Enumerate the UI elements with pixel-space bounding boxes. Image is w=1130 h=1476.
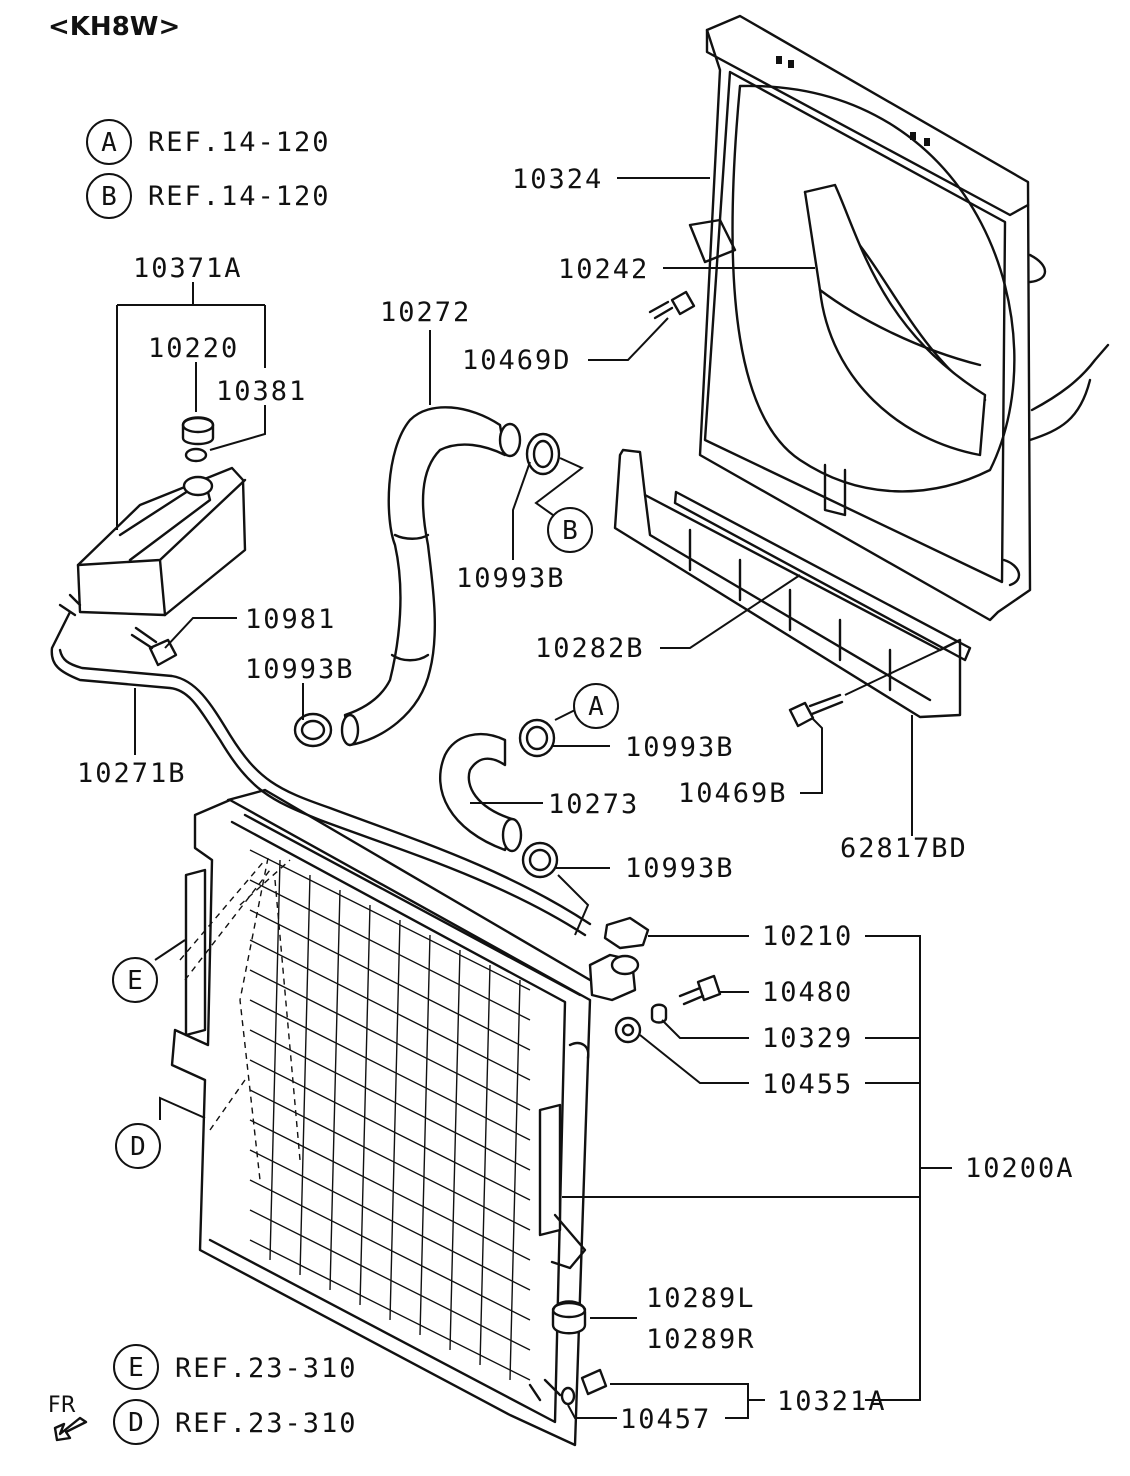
label-10210[interactable]: 10210 bbox=[762, 921, 853, 952]
label-62817bd[interactable]: 62817BD bbox=[840, 833, 968, 864]
fan-blade-shroud-insert[interactable] bbox=[803, 183, 987, 457]
upper-hose[interactable] bbox=[340, 406, 522, 747]
label-10282b[interactable]: 10282B bbox=[535, 633, 645, 664]
screw-10981[interactable] bbox=[130, 626, 178, 667]
label-10993b-a[interactable]: 10993B bbox=[625, 732, 735, 763]
label-10273[interactable]: 10273 bbox=[548, 789, 639, 820]
drain-cock[interactable] bbox=[560, 1368, 608, 1406]
hose-clamp-b[interactable] bbox=[521, 841, 559, 879]
reference-b-letter: B bbox=[101, 182, 117, 212]
hose-clamp-top[interactable] bbox=[525, 432, 561, 476]
reference-e[interactable]: E REF.23-310 bbox=[113, 1344, 358, 1390]
label-10271b[interactable]: 10271B bbox=[77, 758, 187, 789]
label-10981[interactable]: 10981 bbox=[245, 604, 336, 635]
callout-e-guide bbox=[179, 859, 271, 981]
gasket-10329[interactable] bbox=[650, 1003, 668, 1024]
mounting-insulator[interactable] bbox=[551, 1300, 587, 1335]
callout-a-letter: A bbox=[588, 692, 604, 722]
thermo-switch-10480[interactable] bbox=[678, 974, 722, 1006]
callout-b[interactable]: B bbox=[547, 507, 593, 553]
reference-a-letter: A bbox=[101, 128, 117, 158]
reference-a-circle bbox=[86, 119, 132, 165]
radiator[interactable] bbox=[170, 788, 640, 1447]
part-labels: 10324 10242 10469D 10371A 10220 10381 10… bbox=[77, 164, 1075, 1435]
reference-e-circle bbox=[113, 1344, 159, 1390]
hose-clamp-a[interactable] bbox=[518, 718, 556, 758]
reference-e-text: REF.23-310 bbox=[175, 1353, 358, 1384]
callout-d-letter: D bbox=[130, 1132, 146, 1162]
label-10329[interactable]: 10329 bbox=[762, 1023, 853, 1054]
reference-e-letter: E bbox=[128, 1353, 144, 1383]
label-10993b-left[interactable]: 10993B bbox=[245, 654, 355, 685]
front-arrow-icon bbox=[53, 1416, 88, 1442]
label-10324[interactable]: 10324 bbox=[512, 164, 603, 195]
front-label: FR bbox=[48, 1393, 76, 1418]
reservoir-seal[interactable] bbox=[184, 447, 208, 463]
label-10469b[interactable]: 10469B bbox=[678, 778, 788, 809]
lower-hose[interactable] bbox=[439, 732, 523, 853]
bolt-10469d[interactable] bbox=[648, 290, 696, 320]
callout-e[interactable]: E bbox=[112, 957, 158, 1003]
label-10469d[interactable]: 10469D bbox=[462, 345, 572, 376]
reference-b-circle bbox=[86, 173, 132, 219]
label-10381[interactable]: 10381 bbox=[216, 376, 307, 407]
radiator-cap[interactable] bbox=[603, 916, 650, 950]
overflow-hose[interactable] bbox=[50, 610, 587, 937]
front-direction-indicator: FR bbox=[48, 1393, 88, 1442]
reference-b-text: REF.14-120 bbox=[148, 181, 331, 212]
diagram-title: <KH8W> bbox=[48, 12, 180, 42]
label-10272[interactable]: 10272 bbox=[380, 297, 471, 328]
label-10220[interactable]: 10220 bbox=[148, 333, 239, 364]
callout-b-letter: B bbox=[562, 516, 578, 546]
label-10480[interactable]: 10480 bbox=[762, 977, 853, 1008]
label-10321a[interactable]: 10321A bbox=[777, 1386, 887, 1417]
reserve-tank[interactable] bbox=[58, 466, 247, 617]
label-10993b-b[interactable]: 10993B bbox=[625, 853, 735, 884]
hose-clamp-left[interactable] bbox=[293, 712, 333, 748]
reference-d-circle bbox=[113, 1399, 159, 1445]
callout-a[interactable]: A bbox=[573, 683, 619, 729]
label-10289r[interactable]: 10289R bbox=[646, 1324, 756, 1355]
callout-e-letter: E bbox=[127, 966, 143, 996]
label-10242[interactable]: 10242 bbox=[558, 254, 649, 285]
reference-a-text: REF.14-120 bbox=[148, 127, 331, 158]
reference-a[interactable]: A REF.14-120 bbox=[86, 119, 331, 165]
reference-d[interactable]: D REF.23-310 bbox=[113, 1399, 358, 1445]
label-10200a[interactable]: 10200A bbox=[965, 1153, 1075, 1184]
label-10455[interactable]: 10455 bbox=[762, 1069, 853, 1100]
reference-b[interactable]: B REF.14-120 bbox=[86, 173, 331, 219]
leader-lines bbox=[116, 177, 952, 1419]
label-10289l[interactable]: 10289L bbox=[646, 1283, 756, 1314]
reference-d-letter: D bbox=[128, 1408, 144, 1438]
callout-d[interactable]: D bbox=[115, 1123, 161, 1169]
label-10993b-top[interactable]: 10993B bbox=[456, 563, 566, 594]
reservoir-cap[interactable] bbox=[181, 416, 215, 446]
label-10457[interactable]: 10457 bbox=[620, 1404, 711, 1435]
label-10371a[interactable]: 10371A bbox=[133, 253, 243, 284]
overflow-hose-inner bbox=[58, 648, 592, 926]
reference-d-text: REF.23-310 bbox=[175, 1408, 358, 1439]
bushing-10455[interactable] bbox=[614, 1016, 642, 1044]
